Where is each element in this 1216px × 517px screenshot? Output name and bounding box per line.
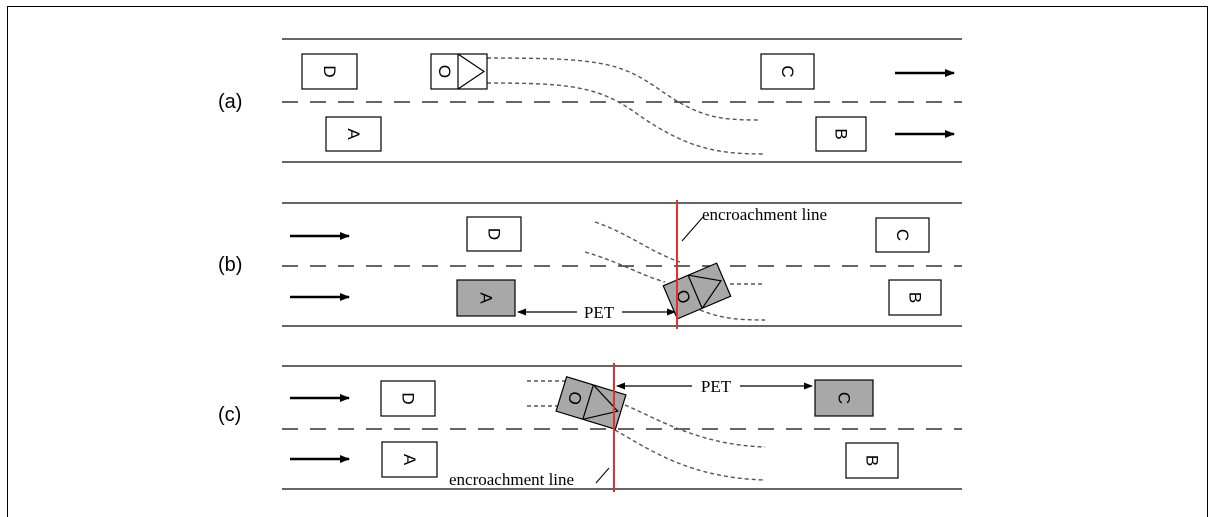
panel-c: (c) D A O xyxy=(218,363,962,492)
vehicle-b: B xyxy=(888,279,942,316)
vehicle-d-label: D xyxy=(320,65,339,77)
figure-frame xyxy=(7,6,1208,517)
vehicle-c-label: C xyxy=(835,392,854,404)
vehicle-c-label: C xyxy=(893,229,912,241)
panel-b: (b) D A O xyxy=(218,200,962,329)
panel-a-label: (a) xyxy=(218,91,242,113)
panel-a: (a) D A O C xyxy=(218,38,962,163)
vehicle-d-label: D xyxy=(399,392,418,404)
encroachment-leader xyxy=(595,467,610,484)
encroachment-label: encroachment line xyxy=(702,205,827,224)
encroachment-label: encroachment line xyxy=(449,470,574,489)
trajectory-c xyxy=(527,380,766,481)
trajectory-b xyxy=(584,221,766,321)
vehicle-a: A xyxy=(381,441,438,478)
vehicle-b: B xyxy=(815,116,867,152)
vehicle-a: A xyxy=(325,116,382,152)
vehicle-o-label: O xyxy=(435,65,454,78)
road-b xyxy=(282,202,962,327)
vehicle-d: D xyxy=(466,216,522,252)
vehicle-c-label: C xyxy=(778,65,797,77)
panel-b-label: (b) xyxy=(218,254,242,276)
vehicle-c: C xyxy=(814,379,874,417)
pet-label: PET xyxy=(584,303,615,322)
vehicle-c: C xyxy=(760,53,815,90)
vehicle-o: O xyxy=(430,53,488,90)
road-c xyxy=(282,365,962,490)
vehicle-a: A xyxy=(456,279,516,317)
vehicle-o: O xyxy=(555,375,627,431)
vehicle-a-label: A xyxy=(477,292,496,304)
vehicle-o-label: O xyxy=(564,389,586,407)
trajectory-a xyxy=(486,57,766,155)
vehicle-o: O xyxy=(662,262,732,320)
encroachment-leader xyxy=(681,216,704,242)
road-a xyxy=(282,38,962,163)
vehicle-b-label: B xyxy=(863,455,882,466)
pet-label: PET xyxy=(701,377,732,396)
panel-c-label: (c) xyxy=(218,404,241,426)
vehicle-b-label: B xyxy=(906,292,925,303)
vehicle-d: D xyxy=(380,380,436,417)
vehicle-b-label: B xyxy=(832,128,851,139)
vehicle-a-label: A xyxy=(400,454,419,466)
vehicle-a-label: A xyxy=(344,128,363,140)
vehicle-b: B xyxy=(845,442,899,479)
vehicle-d-label: D xyxy=(485,228,504,240)
vehicle-c: C xyxy=(875,217,930,253)
vehicle-d: D xyxy=(301,53,358,90)
